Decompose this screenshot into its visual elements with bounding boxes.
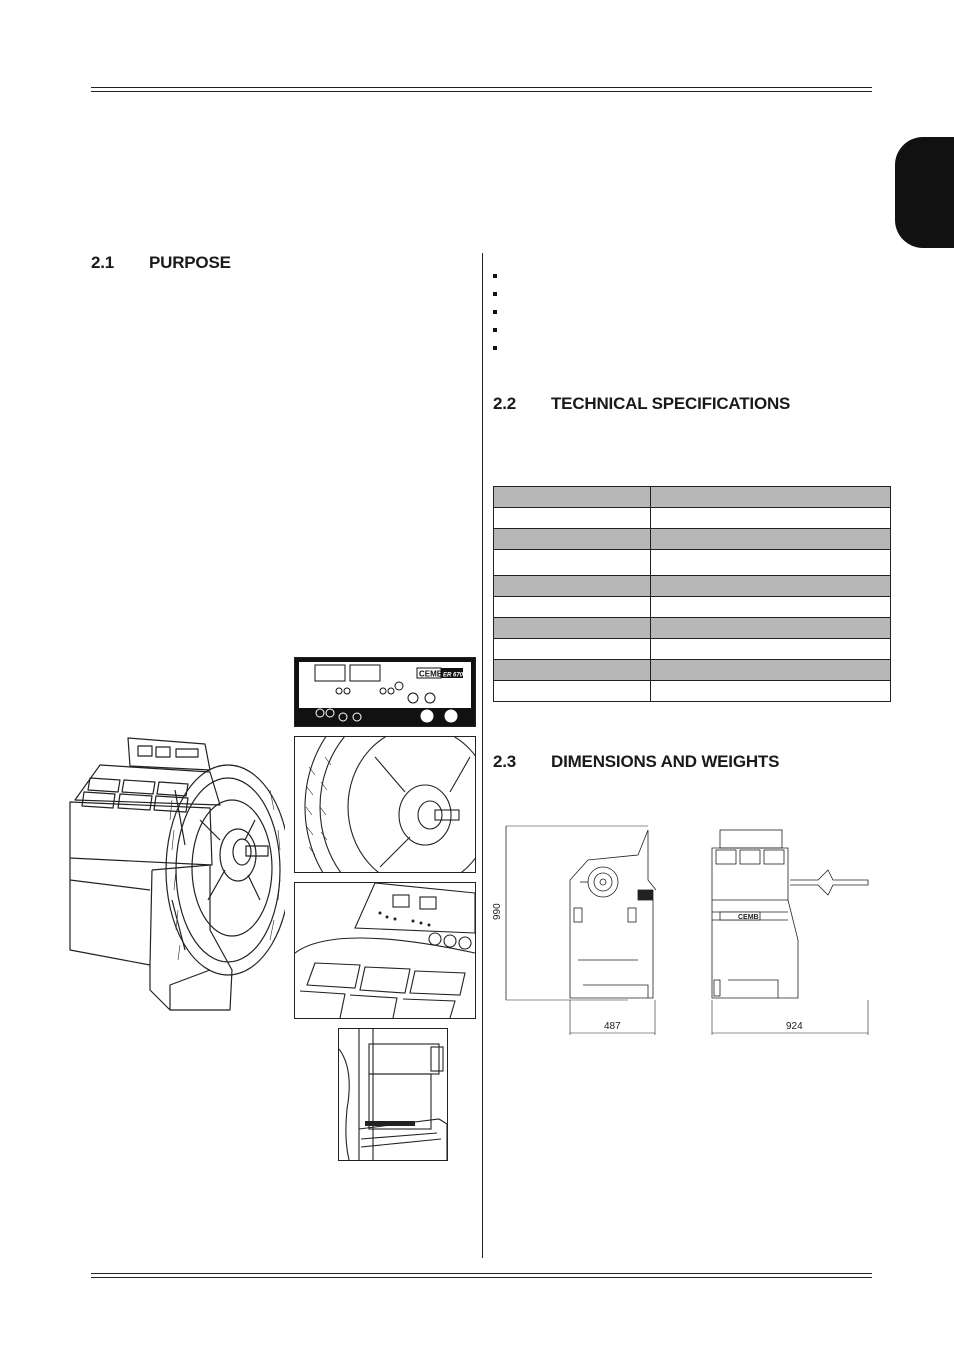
top-rule: [91, 87, 872, 88]
spec-value-cell: [650, 549, 891, 576]
table-row: [493, 575, 891, 597]
column-divider: [482, 253, 483, 1258]
section-number: 2.2: [493, 394, 517, 413]
section-number: 2.3: [493, 752, 517, 771]
table-row: [493, 659, 891, 681]
table-row: [493, 617, 891, 639]
spec-label-cell: [493, 528, 651, 550]
section-number: 2.1: [91, 253, 115, 272]
depth-dimension-label: 487: [604, 1021, 621, 1032]
section-heading-purpose: 2.1 PURPOSE: [91, 253, 231, 273]
table-row: [493, 680, 891, 702]
table-row: [493, 549, 891, 576]
table-row: [493, 507, 891, 529]
height-dimension-label: 990: [492, 903, 503, 920]
spec-value-cell: [650, 486, 891, 508]
svg-text:CEMB: CEMB: [738, 914, 759, 921]
spec-value-cell: [650, 575, 891, 597]
section-heading-technical: 2.2 TECHNICAL SPECIFICATIONS: [493, 394, 790, 414]
control-panel-figure: CEMB ER 670: [294, 657, 476, 727]
spec-label-cell: [493, 507, 651, 529]
spec-value-cell: [650, 528, 891, 550]
spec-label-cell: [493, 575, 651, 597]
brand-logo-text: CEMB: [419, 670, 443, 679]
section-title: PURPOSE: [149, 253, 231, 272]
table-row: [493, 486, 891, 508]
width-dimension-label: 924: [786, 1021, 803, 1032]
spec-label-cell: [493, 680, 651, 702]
spec-label-cell: [493, 549, 651, 576]
spec-value-cell: [650, 680, 891, 702]
section-title: TECHNICAL SPECIFICATIONS: [551, 394, 791, 413]
accessory-tray-figure: [294, 882, 476, 1019]
dimension-drawing: CEMB 990 487 924: [492, 825, 869, 1035]
model-label: ER 670: [443, 673, 464, 679]
spec-label-cell: [493, 638, 651, 660]
bottom-rule: [91, 1273, 872, 1274]
spec-value-cell: [650, 617, 891, 639]
spec-label-cell: [493, 486, 651, 508]
spec-label-cell: [493, 596, 651, 618]
spec-value-cell: [650, 638, 891, 660]
wheel-detail-figure: [294, 736, 476, 873]
table-row: [493, 638, 891, 660]
table-row: [493, 528, 891, 550]
bottom-rule-thin: [91, 1277, 872, 1278]
top-rule-thin: [91, 91, 872, 92]
gauge-detail-figure: [338, 1028, 448, 1161]
table-row: [493, 596, 891, 618]
spec-value-cell: [650, 596, 891, 618]
wheel-balancer-illustration: [69, 737, 285, 1011]
language-tab: [895, 137, 954, 248]
spec-label-cell: [493, 659, 651, 681]
section-heading-dimensions: 2.3 DIMENSIONS AND WEIGHTS: [493, 752, 779, 772]
spec-value-cell: [650, 659, 891, 681]
spec-table: [493, 486, 891, 702]
spec-value-cell: [650, 507, 891, 529]
section-title: DIMENSIONS AND WEIGHTS: [551, 752, 780, 771]
spec-label-cell: [493, 617, 651, 639]
